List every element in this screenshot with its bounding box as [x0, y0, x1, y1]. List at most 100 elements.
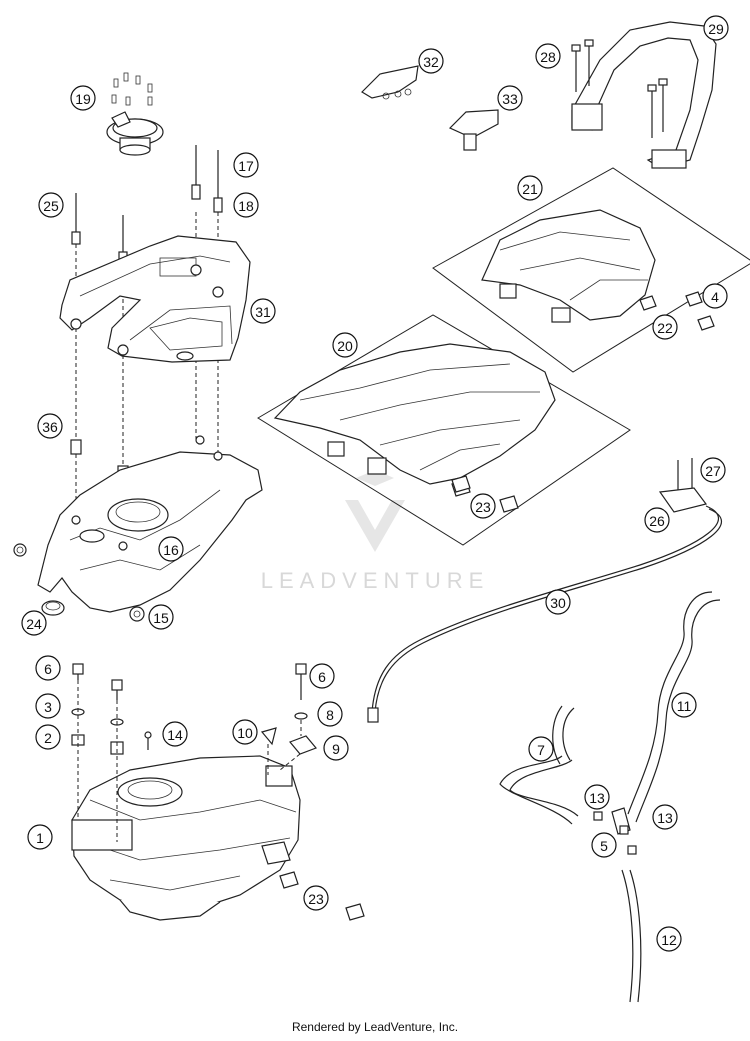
callout-circle [332, 332, 358, 358]
callout-circle [584, 784, 610, 810]
callout-23a: 23 [470, 493, 496, 519]
callout-circle [535, 43, 561, 69]
callout-21: 21 [517, 175, 543, 201]
callout-label: 6 [44, 661, 52, 677]
callout-label: 29 [708, 21, 724, 37]
callout-15: 15 [148, 604, 174, 630]
callout-label: 7 [537, 742, 545, 758]
callout-circle [158, 536, 184, 562]
callout-label: 36 [42, 419, 58, 435]
callout-label: 15 [153, 610, 169, 626]
tank-cover-part [37, 435, 263, 613]
grab-handle-part [571, 21, 717, 169]
callout-circle [702, 283, 728, 309]
callout-circle [700, 457, 726, 483]
callout-circle [703, 15, 729, 41]
rear-seat-frame [432, 167, 750, 373]
callout-label: 16 [163, 542, 179, 558]
callout-circle [35, 655, 61, 681]
watermark-text: LEADVENTURE [261, 568, 490, 593]
callout-27: 27 [700, 457, 726, 483]
callout-label: 20 [337, 338, 353, 354]
callout-28: 28 [535, 43, 561, 69]
small-parts-left [13, 543, 145, 622]
callout-label: 9 [332, 741, 340, 757]
callout-13a: 13 [584, 784, 610, 810]
callout-11: 11 [671, 692, 697, 718]
callout-23b: 23 [303, 885, 329, 911]
callout-32: 32 [418, 48, 444, 74]
callout-33: 33 [497, 85, 523, 111]
callout-label: 26 [649, 513, 665, 529]
callout-13b: 13 [652, 804, 678, 830]
callout-18: 18 [233, 192, 259, 218]
callout-circle [644, 507, 670, 533]
callout-label: 27 [705, 463, 721, 479]
callout-circle [232, 719, 258, 745]
callout-19: 19 [70, 85, 96, 111]
callout-31: 31 [250, 298, 276, 324]
callout-label: 12 [661, 932, 677, 948]
callout-circle [38, 192, 64, 218]
callout-label: 6 [318, 669, 326, 685]
callout-circle [35, 693, 61, 719]
callout-26: 26 [644, 507, 670, 533]
seat-lock-brackets [361, 65, 499, 151]
callout-3: 3 [35, 693, 61, 719]
callout-label: 19 [75, 91, 91, 107]
callout-label: 4 [711, 289, 719, 305]
callout-2: 2 [35, 724, 61, 750]
callout-6b: 6 [309, 663, 335, 689]
callout-label: 14 [167, 727, 183, 743]
callout-circle [656, 926, 682, 952]
callout-circle [37, 413, 63, 439]
callout-circle [323, 735, 349, 761]
callout-label: 17 [238, 158, 254, 174]
tank-fasteners [71, 663, 318, 842]
luggage-carrier-part [59, 235, 251, 363]
fuel-cap-part [106, 72, 164, 156]
callout-label: 30 [550, 595, 566, 611]
callout-label: 5 [600, 838, 608, 854]
callout-12: 12 [656, 926, 682, 952]
callout-1: 1 [27, 824, 53, 850]
callout-24: 24 [21, 610, 47, 636]
callout-16: 16 [158, 536, 184, 562]
callout-circle [671, 692, 697, 718]
callout-6a: 6 [35, 655, 61, 681]
callout-4: 4 [702, 283, 728, 309]
callout-22: 22 [652, 314, 678, 340]
callout-label: 28 [540, 49, 556, 65]
callout-circle [303, 885, 329, 911]
callout-20: 20 [332, 332, 358, 358]
callout-circle [21, 610, 47, 636]
callout-circle [418, 48, 444, 74]
callout-14: 14 [162, 721, 188, 747]
callout-circle [309, 663, 335, 689]
callout-5: 5 [591, 832, 617, 858]
callout-circle [148, 604, 174, 630]
callout-circle [497, 85, 523, 111]
callout-circle [317, 701, 343, 727]
callout-circle [517, 175, 543, 201]
callout-10: 10 [232, 719, 258, 745]
hoses-part [499, 591, 721, 1003]
callout-label: 31 [255, 304, 271, 320]
callout-circle [591, 832, 617, 858]
callout-8: 8 [317, 701, 343, 727]
mounting-bolts [71, 145, 223, 265]
callout-label: 33 [502, 91, 518, 107]
callout-label: 32 [423, 54, 439, 70]
callout-circle [70, 85, 96, 111]
callout-label: 13 [589, 790, 605, 806]
fuel-tank-part [71, 755, 301, 921]
callout-label: 10 [237, 725, 253, 741]
callout-label: 23 [308, 891, 324, 907]
seat-clips [279, 475, 471, 921]
callout-circle [652, 314, 678, 340]
callout-label: 22 [657, 320, 673, 336]
front-seat-frame [257, 314, 631, 546]
callout-circle [27, 824, 53, 850]
